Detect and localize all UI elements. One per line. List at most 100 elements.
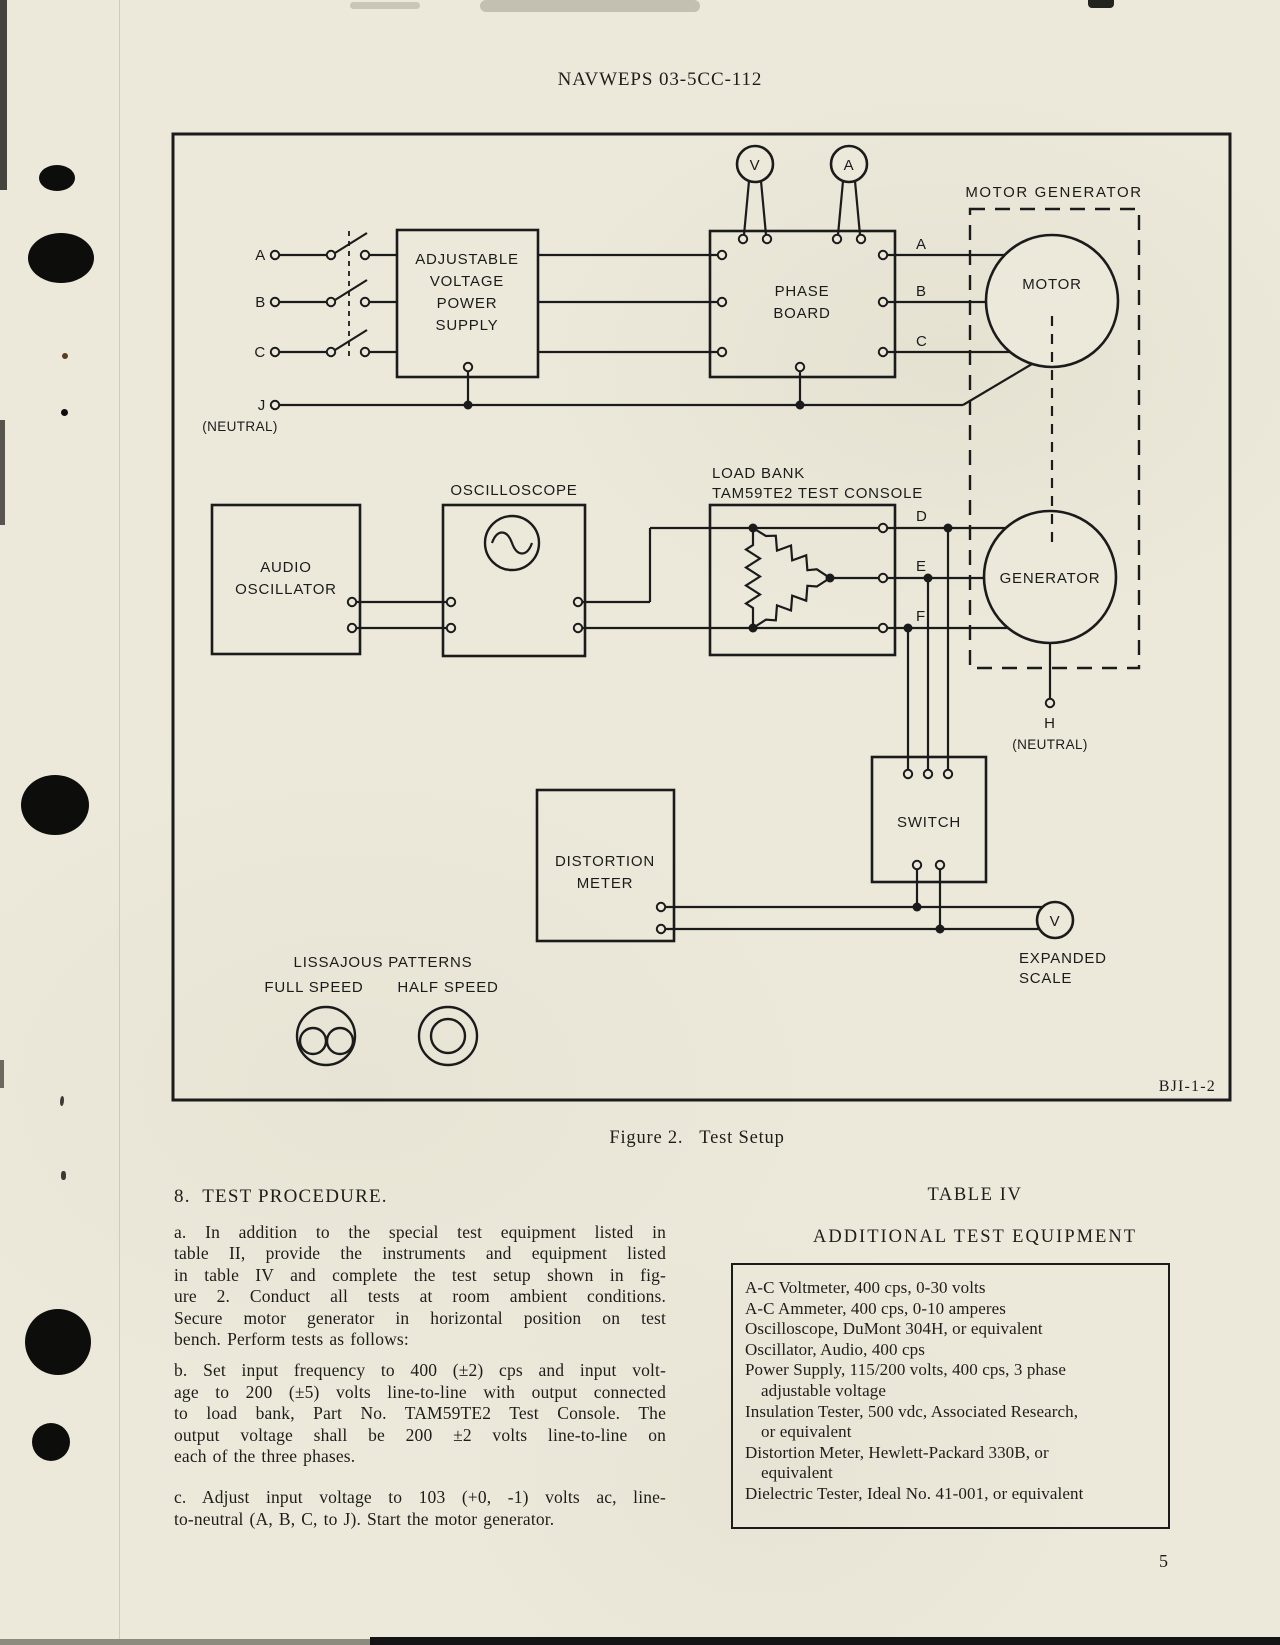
scan-edge-strip — [0, 1060, 4, 1088]
wire-label-f: F — [916, 608, 926, 625]
lissajous-title: LISSAJOUS PATTERNS — [294, 954, 473, 971]
neutral-h-label: (NEUTRAL) — [1012, 737, 1088, 752]
neutral-j-label: (NEUTRAL) — [202, 419, 278, 434]
ink-speck — [61, 409, 68, 416]
audio-oscillator-box: AUDIO OSCILLATOR — [210, 503, 447, 656]
paper-fold-line — [119, 0, 120, 1645]
punch-hole-mark — [25, 1309, 91, 1375]
phase-board-label-line2: BOARD — [773, 305, 830, 322]
paragraph-c: c. Adjust input voltage to 103 (+0, -1) … — [174, 1487, 666, 1508]
switch-feed-wires — [903, 523, 953, 770]
switch-box: SWITCH — [870, 755, 988, 925]
expanded-scale-voltmeter: V EXPANDED SCALE — [665, 900, 1107, 987]
equipment-item: Oscilloscope, DuMont 304H, or equivalent — [745, 1319, 1043, 1339]
load-bank-label-line1: LOAD BANK — [712, 465, 805, 482]
phase-board-label-line1: PHASE — [775, 283, 830, 300]
equipment-item: A-C Voltmeter, 400 cps, 0-30 volts — [745, 1278, 986, 1297]
figure-2-test-setup-diagram: A B C J (NEUTRAL) ADJUSTABLE — [171, 132, 1232, 1102]
terminal-label-h: H — [1044, 715, 1056, 732]
scan-edge-strip — [0, 0, 7, 190]
table-subtitle: ADDITIONAL TEST EQUIPMENT — [812, 1227, 1138, 1247]
punch-hole-mark — [21, 775, 89, 835]
terminal-label-a: A — [255, 247, 266, 264]
oscilloscope-box: OSCILLOSCOPE — [441, 482, 587, 658]
punch-hole-mark — [28, 233, 94, 283]
sine-source-icon — [483, 514, 541, 572]
paragraph-a: a. In addition to the special test equip… — [174, 1222, 666, 1328]
scan-bottom-bar-light — [0, 1639, 378, 1645]
full-speed-pattern-icon — [295, 1005, 357, 1067]
audio-oscillator-label-line2: OSCILLATOR — [235, 581, 337, 598]
equipment-item: A-C Ammeter, 400 cps, 0-10 amperes — [745, 1298, 1006, 1318]
terminal-label-b: B — [255, 294, 266, 311]
expanded-scale-label-line2: SCALE — [1019, 970, 1072, 987]
lissajous-full-speed-label: FULL SPEED — [264, 979, 363, 996]
distortion-meter-label-line1: DISTORTION — [555, 853, 655, 870]
distortion-meter-label-line2: METER — [577, 875, 634, 892]
equipment-item: Dielectric Tester, Ideal No. 41-001, or … — [745, 1483, 1084, 1503]
page-number: 5 — [1159, 1551, 1168, 1571]
ink-speck — [61, 1171, 66, 1180]
wire-label-a: A — [916, 236, 927, 253]
diagram-border — [171, 132, 1232, 1102]
power-supply-label-line1: ADJUSTABLE — [415, 251, 519, 268]
audio-oscillator-label-line1: AUDIO — [260, 559, 312, 576]
supply-to-phase-board-wires — [538, 253, 718, 354]
power-supply-label-line2: VOLTAGE — [430, 273, 504, 290]
punch-hole-mark — [32, 1423, 70, 1461]
paragraph-b-last-line: each of the three phases. — [174, 1446, 356, 1467]
page-header: NAVWEPS 03-5CC-112 — [557, 69, 763, 90]
half-speed-pattern-icon — [417, 1005, 479, 1067]
voltmeter-glyph: V — [750, 157, 761, 174]
equipment-item: Power Supply, 115/200 volts, 400 cps, 3 … — [745, 1360, 1067, 1400]
wire-label-b: B — [916, 283, 927, 300]
procedure-text-column: a. In addition to the special test equip… — [174, 1222, 666, 1530]
motor-generator-dashed-box — [968, 207, 1141, 670]
paragraph-a-last-line: bench. Perform tests as follows: — [174, 1329, 409, 1350]
motor-label: MOTOR — [1022, 276, 1082, 293]
figure-caption: Figure 2. Test Setup — [609, 1128, 785, 1148]
motor-circle — [984, 233, 1120, 369]
wire-label-d: D — [916, 508, 928, 525]
punch-hole-mark — [39, 165, 75, 191]
scan-smudge — [480, 0, 700, 12]
input-switch-bank: A B C — [254, 231, 397, 361]
power-supply-box: ADJUSTABLE VOLTAGE POWER SUPPLY — [395, 228, 540, 403]
expanded-scale-label-line1: EXPANDED — [1019, 950, 1107, 967]
expanded-voltmeter-glyph: V — [1050, 913, 1061, 930]
load-bank-label-line2: TAM59TE2 TEST CONSOLE — [712, 485, 923, 502]
switch-label: SWITCH — [897, 814, 961, 831]
scan-bottom-bar-dark — [370, 1637, 1280, 1645]
scan-smudge — [350, 2, 420, 9]
ammeter-glyph: A — [844, 157, 855, 174]
power-supply-label-line3: POWER — [437, 295, 498, 312]
lissajous-patterns: LISSAJOUS PATTERNS FULL SPEED HALF SPEED — [264, 954, 498, 1067]
ink-speck — [62, 353, 68, 359]
ink-speck — [60, 1096, 64, 1106]
terminal-label-c: C — [254, 344, 266, 361]
scan-edge-strip — [0, 420, 5, 525]
power-supply-label-line4: SUPPLY — [436, 317, 499, 334]
paragraph-b: b. Set input frequency to 400 (±2) cps a… — [174, 1360, 666, 1445]
figure-id: BJI-1-2 — [1159, 1078, 1216, 1095]
table-title: TABLE IV — [927, 1185, 1023, 1205]
distortion-meter-box: DISTORTION METER — [535, 788, 676, 943]
voltmeter-meter: V — [735, 144, 775, 236]
wire-label-e: E — [916, 558, 927, 575]
oscilloscope-label: OSCILLOSCOPE — [450, 482, 577, 499]
paragraph-c-last-line: to-neutral (A, B, C, to J). Start the mo… — [174, 1508, 555, 1529]
neutral-h-terminal: H (NEUTRAL) — [1012, 643, 1088, 752]
lissajous-half-speed-label: HALF SPEED — [397, 979, 498, 996]
scan-mark-top-right — [1088, 0, 1114, 8]
load-bank-terminals — [877, 522, 889, 634]
equipment-item: Distortion Meter, Hewlett-Packard 330B, … — [745, 1442, 1049, 1483]
delta-resistor-bank — [743, 523, 835, 633]
additional-test-equipment-table: A-C Voltmeter, 400 cps, 0-30 volts A-C A… — [731, 1263, 1170, 1529]
load-bank-box: LOAD BANK TAM59TE2 TEST CONSOLE — [708, 465, 923, 657]
phase-board-box: PHASE BOARD — [708, 229, 897, 403]
generator-label: GENERATOR — [1000, 570, 1101, 587]
section-heading: 8. TEST PROCEDURE. — [174, 1186, 388, 1207]
equipment-item: Insulation Tester, 500 vdc, Associated R… — [745, 1401, 1079, 1442]
neutral-j-line: J (NEUTRAL) — [202, 363, 1033, 434]
terminal-label-j: J — [258, 397, 266, 414]
